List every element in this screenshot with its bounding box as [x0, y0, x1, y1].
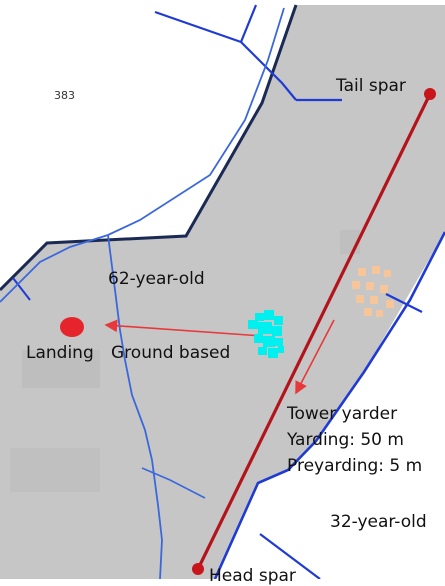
- old-stand-age-label: 62-year-old: [108, 269, 205, 289]
- stand-id-label: 383: [54, 89, 75, 102]
- yarding-distance-label: Yarding: 50 m: [287, 430, 404, 450]
- head-spar-marker: [192, 563, 204, 575]
- preyarding-distance-label: Preyarding: 5 m: [287, 456, 423, 476]
- road-line: [259, 533, 321, 579]
- road-line: [240, 41, 297, 101]
- stand-boundary: [0, 4, 298, 292]
- head-spar-label: Head spar: [209, 566, 296, 586]
- cable-line: [196, 93, 432, 570]
- preyarding-area: [352, 266, 394, 317]
- yarder-type-label: Tower yarder: [287, 404, 398, 424]
- yarding-direction-arrow: [295, 319, 335, 395]
- tail-spar-marker: [424, 88, 436, 100]
- young-stand-age-label: 32-year-old: [330, 512, 427, 532]
- ground-based-arrow: [104, 319, 263, 337]
- landing-label: Landing: [26, 343, 94, 363]
- stream-line: [107, 234, 163, 579]
- road-line: [239, 4, 258, 43]
- stand-patch: [10, 448, 100, 492]
- road-line: [213, 231, 445, 579]
- stand-area: [0, 5, 445, 579]
- stream-line: [141, 467, 206, 499]
- tail-spar-label: Tail spar: [336, 76, 406, 96]
- road-line: [154, 10, 242, 44]
- ground-based-area: [248, 310, 284, 358]
- road-line: [385, 293, 423, 313]
- landing-marker: [60, 317, 84, 337]
- road-line: [12, 277, 31, 301]
- ground-based-label: Ground based: [111, 343, 231, 363]
- stream-line: [0, 7, 285, 303]
- stand-patch: [22, 350, 100, 388]
